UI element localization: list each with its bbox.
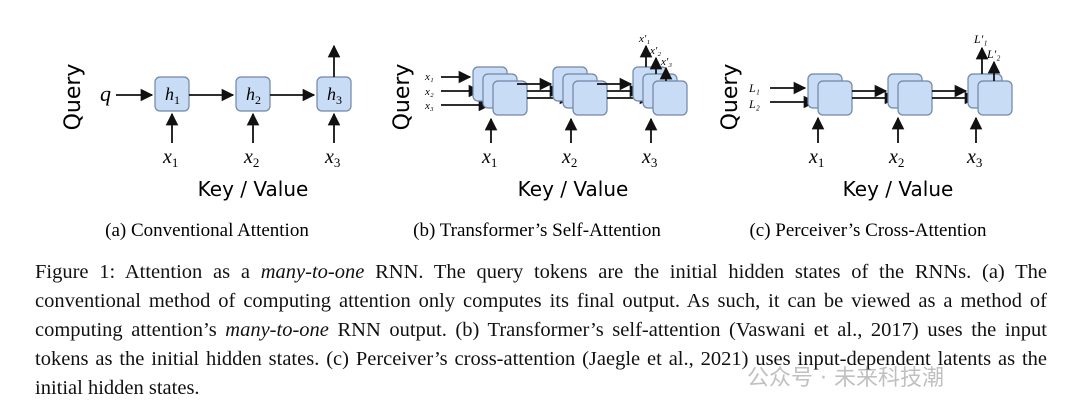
kv-label-c: Key / Value [843, 177, 954, 201]
subcaption-a: (a) Conventional Attention [105, 220, 309, 241]
caption-emphasis-1: many-to-one [260, 261, 365, 283]
query-label-c: Query [718, 64, 743, 131]
output-L1p-c: L′₁ [973, 32, 987, 46]
panel-c: Query L₁ L₂ L′₁ L′₂ x1 x2 x3 Key / Value… [718, 32, 1013, 241]
input-x2-b: x2 [561, 146, 577, 170]
query-input-L1-c: L₁ [748, 81, 760, 95]
figure-caption: Figure 1: Attention as a many-to-one RNN… [35, 258, 1047, 403]
input-x2-c: x2 [888, 146, 904, 170]
kv-label-b: Key / Value [518, 177, 629, 201]
input-x2-a: x2 [243, 146, 259, 170]
query-input-x2-b: x₂ [424, 86, 434, 98]
hidden-state-box-2 [235, 76, 271, 112]
state-box-c-1-2 [817, 80, 853, 116]
output-x3p-b: x′₃ [660, 56, 672, 68]
panel-a: Query q h1 h2 h3 x1 x2 x3 Key / Value (a… [61, 44, 352, 241]
input-x3-b: x3 [641, 146, 657, 170]
query-input-x1-b: x₁ [424, 71, 434, 83]
caption-emphasis-2: many-to-one [225, 319, 329, 341]
caption-paragraph: Figure 1: Attention as a many-to-one RNN… [35, 258, 1047, 403]
caption-part-1: Attention as a [115, 261, 261, 283]
hidden-state-h3: h3 [327, 84, 342, 107]
input-x1-a: x1 [162, 146, 178, 170]
hidden-state-h2: h2 [246, 84, 261, 107]
state-box-b-1-3 [492, 80, 528, 116]
subcaption-c: (c) Perceiver’s Cross-Attention [749, 220, 987, 241]
state-box-b-2-3 [572, 80, 608, 116]
state-box-c-2-2 [897, 80, 933, 116]
hidden-state-h1: h1 [165, 84, 180, 107]
output-x2p-b: x′₂ [649, 45, 661, 57]
output-x1p-b: x′₁ [638, 33, 650, 45]
input-x1-c: x1 [808, 146, 824, 170]
caption-part-2: RNN. The query tokens are the initial hi… [35, 261, 1048, 341]
state-box-b-3-3 [652, 80, 688, 116]
input-x3-a: x3 [324, 146, 340, 170]
query-input-x3-b: x₃ [424, 100, 434, 112]
kv-label-a: Key / Value [198, 177, 309, 201]
state-box-c-3-2 [977, 80, 1013, 116]
query-input-L2-c: L₂ [748, 97, 760, 111]
watermark: 公众号 · 未来科技潮 [747, 366, 944, 391]
input-x3-c: x3 [966, 146, 982, 170]
query-label-a: Query [61, 64, 86, 131]
output-L2p-c: L′₂ [986, 47, 1000, 61]
hidden-state-box-1 [154, 76, 190, 112]
caption-part-3: RNN output. (b) Transformer’s self-atten… [35, 319, 1047, 399]
subcaption-b: (b) Transformer’s Self-Attention [413, 220, 661, 241]
query-input-q: q [100, 81, 111, 106]
query-label-b: Query [390, 64, 415, 131]
input-x1-b: x1 [481, 146, 497, 170]
attention-figure: Query q h1 h2 h3 x1 x2 x3 Key / Value (a… [61, 32, 1013, 241]
panel-b: Query x₁ x₂ x₃ x′₁ x′₂ x′₃ [390, 33, 688, 241]
caption-label: Figure 1: [35, 261, 116, 283]
